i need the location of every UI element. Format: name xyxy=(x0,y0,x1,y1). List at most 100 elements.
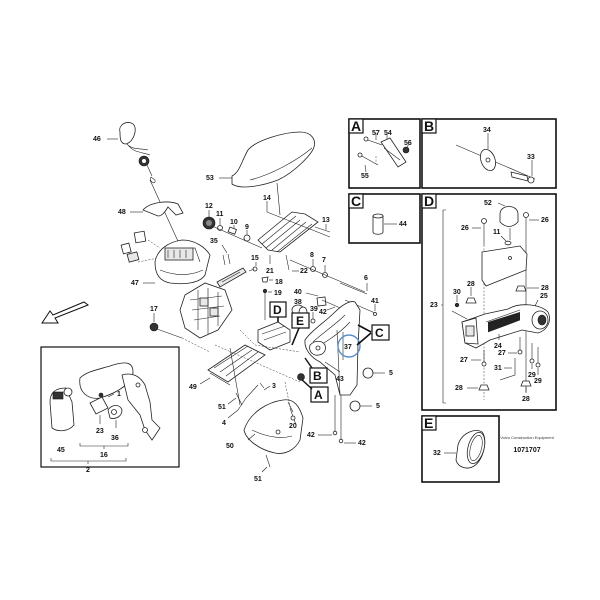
side-bracket-part xyxy=(304,301,361,396)
callout-7: 7 xyxy=(322,257,326,264)
mounting-plate-part xyxy=(207,344,266,386)
tag-C-box xyxy=(371,324,390,341)
inset-callout-1: 1 xyxy=(117,391,121,398)
callout-42-lower: 42 xyxy=(358,440,366,447)
callout-50: 50 xyxy=(226,443,234,450)
inset-callout-45: 45 xyxy=(57,447,65,454)
knob-stack-part xyxy=(202,216,263,249)
callout-53: 53 xyxy=(206,175,214,182)
bolt-17-part xyxy=(149,322,211,353)
armrest-pad-part xyxy=(231,131,315,188)
detail-D-callout-26-left: 26 xyxy=(461,225,469,232)
detail-A-callout-57: 57 xyxy=(372,130,380,137)
callout-4: 4 xyxy=(222,420,226,427)
joystick-knob-part xyxy=(119,122,183,251)
drawing-caption: Volvo Construction Equipment 1071707 xyxy=(500,435,554,454)
inset-assembly-panel: 1 23 36 45 16 2 xyxy=(40,346,180,474)
detail-D-panel: D 23 52 26 26 11 28 28 xyxy=(421,193,557,411)
callout-48: 48 xyxy=(118,209,126,216)
detail-C-letter: C xyxy=(351,193,361,209)
detail-D-callout-28-upper-left: 28 xyxy=(467,281,475,288)
detail-D-callout-52: 52 xyxy=(484,200,492,207)
detail-A-panel: A 57 54 56 55 xyxy=(348,118,421,189)
slide-rail-part xyxy=(216,253,247,288)
detail-A-callout-55: 55 xyxy=(361,173,369,180)
callout-15: 15 xyxy=(251,255,259,262)
support-bracket-part xyxy=(257,211,319,253)
switch-part xyxy=(120,230,161,263)
callout-42-upper: 42 xyxy=(319,309,327,316)
callout-39: 39 xyxy=(310,306,318,313)
callout-6: 6 xyxy=(364,275,368,282)
main-assembly: 46 48 47 53 xyxy=(93,122,393,483)
callout-18: 18 xyxy=(275,279,283,286)
callout-8: 8 xyxy=(310,252,314,259)
callout-13: 13 xyxy=(322,217,330,224)
detail-D-callout-27-right: 27 xyxy=(498,350,506,357)
tag-B: B xyxy=(313,369,322,383)
detail-E-panel: E 32 xyxy=(421,415,500,483)
detail-C-panel: C 44 xyxy=(348,193,421,244)
inset-callout-16: 16 xyxy=(100,452,108,459)
callout-37: 37 xyxy=(344,344,352,351)
callout-46: 46 xyxy=(93,136,101,143)
callout-22: 22 xyxy=(300,268,308,275)
drawing-number: 1071707 xyxy=(513,447,540,454)
callout-12: 12 xyxy=(205,203,213,210)
detail-D-callout-28-upper-right: 28 xyxy=(541,285,549,292)
tag-E-box xyxy=(291,312,310,329)
detail-D-callout-31: 31 xyxy=(494,365,502,372)
inset-callout-23: 23 xyxy=(96,428,104,435)
detail-C-callout-44: 44 xyxy=(399,221,407,228)
storage-tray-part xyxy=(243,399,304,454)
detail-D-callout-28-lower-right: 28 xyxy=(522,396,530,403)
inset-callout-36: 36 xyxy=(111,435,119,442)
callout-14: 14 xyxy=(263,195,271,202)
detail-D-callout-26-right: 26 xyxy=(541,217,549,224)
detail-E-callout-32: 32 xyxy=(433,450,441,457)
detail-B-letter: B xyxy=(424,118,434,134)
detail-A-callout-56: 56 xyxy=(404,140,412,147)
tag-B-box xyxy=(309,367,328,384)
callout-41: 41 xyxy=(371,298,379,305)
callout-40: 40 xyxy=(294,289,302,296)
callout-17: 17 xyxy=(150,306,158,313)
detail-D-callout-25: 25 xyxy=(540,293,548,300)
arrow-down-left-icon xyxy=(41,301,90,324)
callout-9: 9 xyxy=(245,224,249,231)
detail-E-letter: E xyxy=(424,415,433,431)
callout-38: 38 xyxy=(294,299,302,306)
tag-E: E xyxy=(296,314,304,328)
tag-A: A xyxy=(314,388,323,402)
highlight-circle-37 xyxy=(337,334,361,358)
detail-D-callout-24: 24 xyxy=(494,343,502,350)
callout-43: 43 xyxy=(336,376,344,383)
detail-B-panel: B 34 33 xyxy=(421,118,557,189)
detail-D-callout-11: 11 xyxy=(493,229,501,236)
detail-D-callout-23: 23 xyxy=(430,302,438,309)
callout-10: 10 xyxy=(230,219,238,226)
detail-D-callout-28-lower-left: 28 xyxy=(455,385,463,392)
detail-A-callout-54: 54 xyxy=(384,130,392,137)
tag-A-box xyxy=(310,386,329,403)
boot-part xyxy=(142,201,184,217)
inset-callout-2: 2 xyxy=(86,467,90,474)
callout-35: 35 xyxy=(210,238,218,245)
detail-D-callout-27-left: 27 xyxy=(460,357,468,364)
detail-D-callout-29-left: 29 xyxy=(528,372,536,379)
callout-20: 20 xyxy=(289,423,297,430)
callout-51-upper: 51 xyxy=(218,404,226,411)
tag-C: C xyxy=(375,326,384,340)
tag-D: D xyxy=(273,303,282,317)
callout-5-lower: 5 xyxy=(376,403,380,410)
detail-D-callout-29-right: 29 xyxy=(534,378,542,385)
callout-49: 49 xyxy=(189,384,197,391)
detail-D-callout-30: 30 xyxy=(453,289,461,296)
callout-3: 3 xyxy=(272,383,276,390)
console-housing-part xyxy=(154,239,211,285)
detail-B-callout-34: 34 xyxy=(483,127,491,134)
detail-A-letter: A xyxy=(351,118,361,134)
callout-47: 47 xyxy=(131,280,139,287)
callout-5-upper: 5 xyxy=(389,370,393,377)
brand-caption: Volvo Construction Equipment xyxy=(500,435,554,440)
